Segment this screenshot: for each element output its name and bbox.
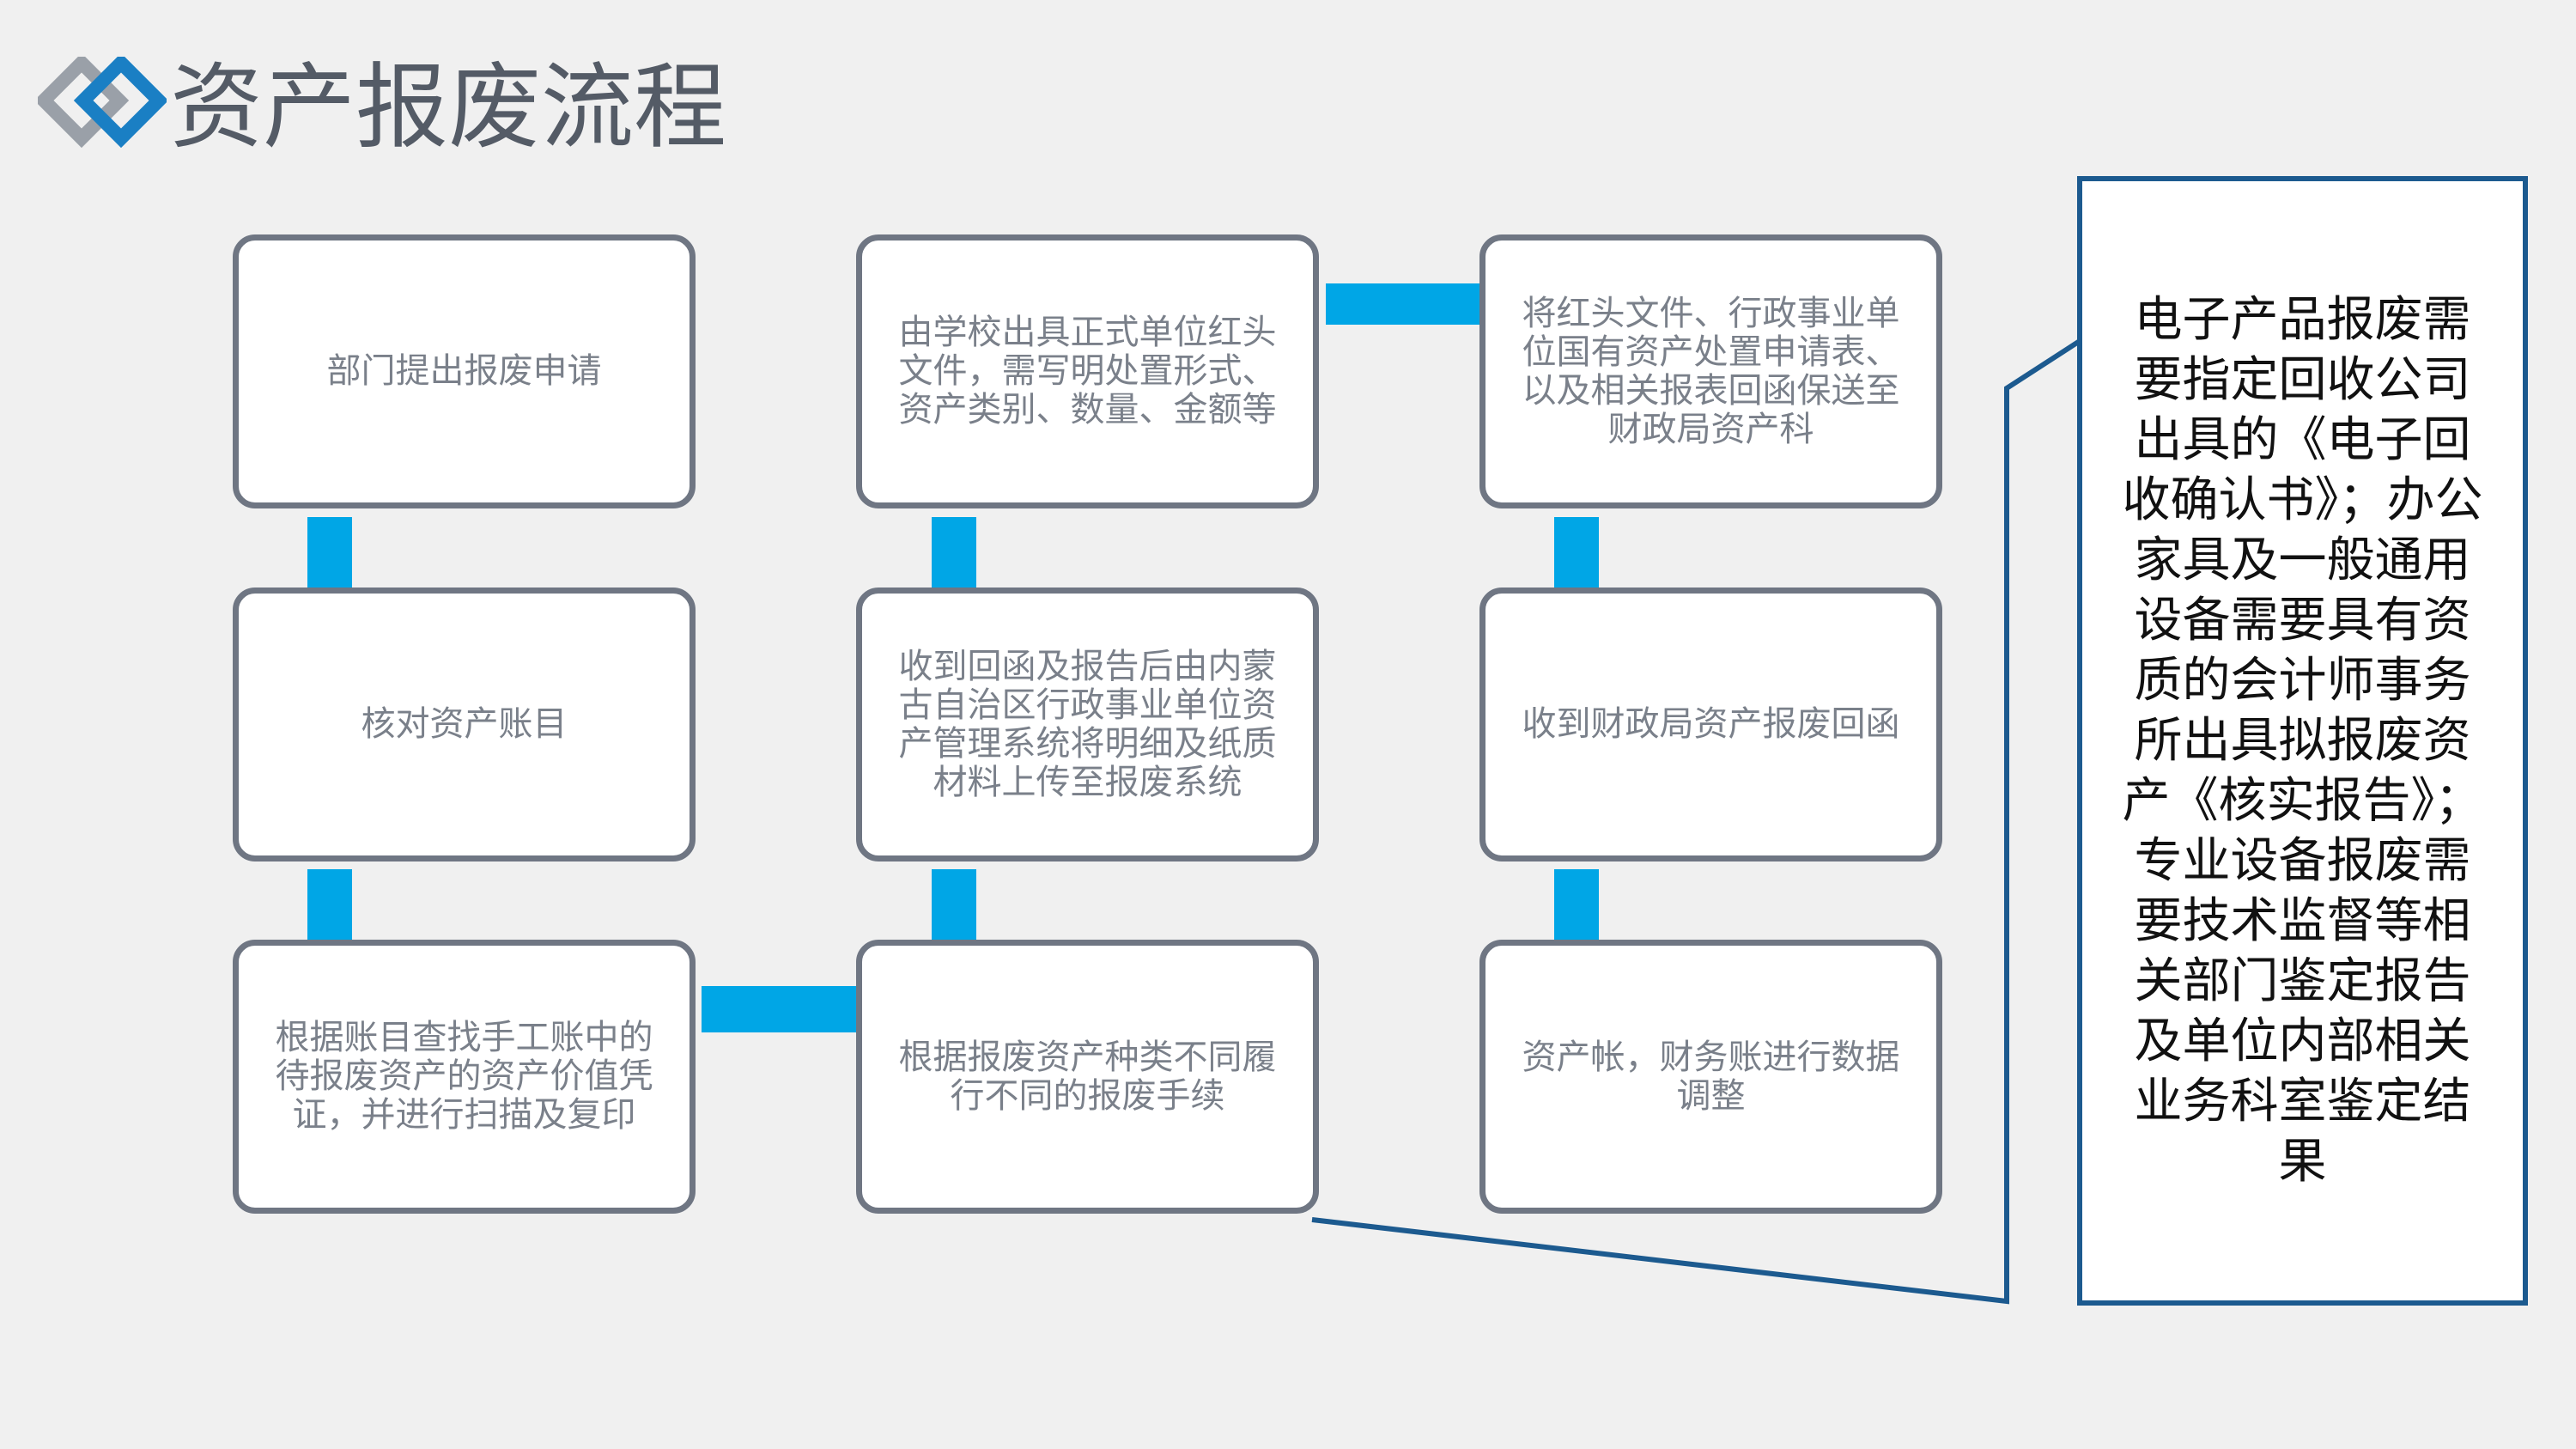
logo-icon: [38, 57, 167, 149]
connector-step6-step7: [1326, 283, 1484, 325]
connector-step5-step6: [932, 517, 976, 589]
step-label: 将红头文件、行政事业单位国有资产处置申请表、以及相关报表回函保送至财政局资产科: [1522, 293, 1900, 449]
step-box-9: 资产帐，财务账进行数据调整: [1479, 940, 1942, 1214]
step-box-2: 核对资产账目: [233, 588, 696, 861]
step-label: 由学校出具正式单位红头文件，需写明处置形式、资产类别、数量、金额等: [898, 313, 1277, 429]
connector-step3-step4: [702, 986, 860, 1032]
step-box-1: 部门提出报废申请: [233, 234, 696, 508]
step-box-3: 根据账目查找手工账中的待报废资产的资产价值凭证，并进行扫描及复印: [233, 940, 696, 1214]
step-box-7: 将红头文件、行政事业单位国有资产处置申请表、以及相关报表回函保送至财政局资产科: [1479, 234, 1942, 508]
step-label: 根据报废资产种类不同履行不同的报废手续: [898, 1037, 1277, 1116]
connector-step4-step5: [932, 869, 976, 941]
step-box-8: 收到财政局资产报废回函: [1479, 588, 1942, 861]
note-box: 电子产品报废需要指定回收公司出具的《电子回收确认书》；办公家具及一般通用设备需要…: [2077, 176, 2528, 1306]
note-text: 电子产品报废需要指定回收公司出具的《电子回收确认书》；办公家具及一般通用设备需要…: [2122, 291, 2483, 1190]
step-label: 部门提出报废申请: [326, 351, 602, 391]
connector-step7-step8: [1554, 517, 1599, 589]
step-label: 收到回函及报告后由内蒙古自治区行政事业单位资产管理系统将明细及纸质材料上传至报废…: [898, 646, 1277, 802]
connector-step2-step3: [307, 869, 352, 941]
step-box-6: 由学校出具正式单位红头文件，需写明处置形式、资产类别、数量、金额等: [856, 234, 1319, 508]
connector-step1-step2: [307, 517, 352, 589]
step-label: 资产帐，财务账进行数据调整: [1522, 1037, 1900, 1116]
step-box-5: 收到回函及报告后由内蒙古自治区行政事业单位资产管理系统将明细及纸质材料上传至报废…: [856, 588, 1319, 861]
step-box-4: 根据报废资产种类不同履行不同的报废手续: [856, 940, 1319, 1214]
step-label: 收到财政局资产报废回函: [1522, 704, 1900, 744]
connector-step8-step9: [1554, 869, 1599, 941]
step-label: 根据账目查找手工账中的待报废资产的资产价值凭证，并进行扫描及复印: [275, 1018, 653, 1135]
page-title: 资产报废流程: [170, 54, 727, 161]
step-label: 核对资产账目: [361, 704, 568, 744]
